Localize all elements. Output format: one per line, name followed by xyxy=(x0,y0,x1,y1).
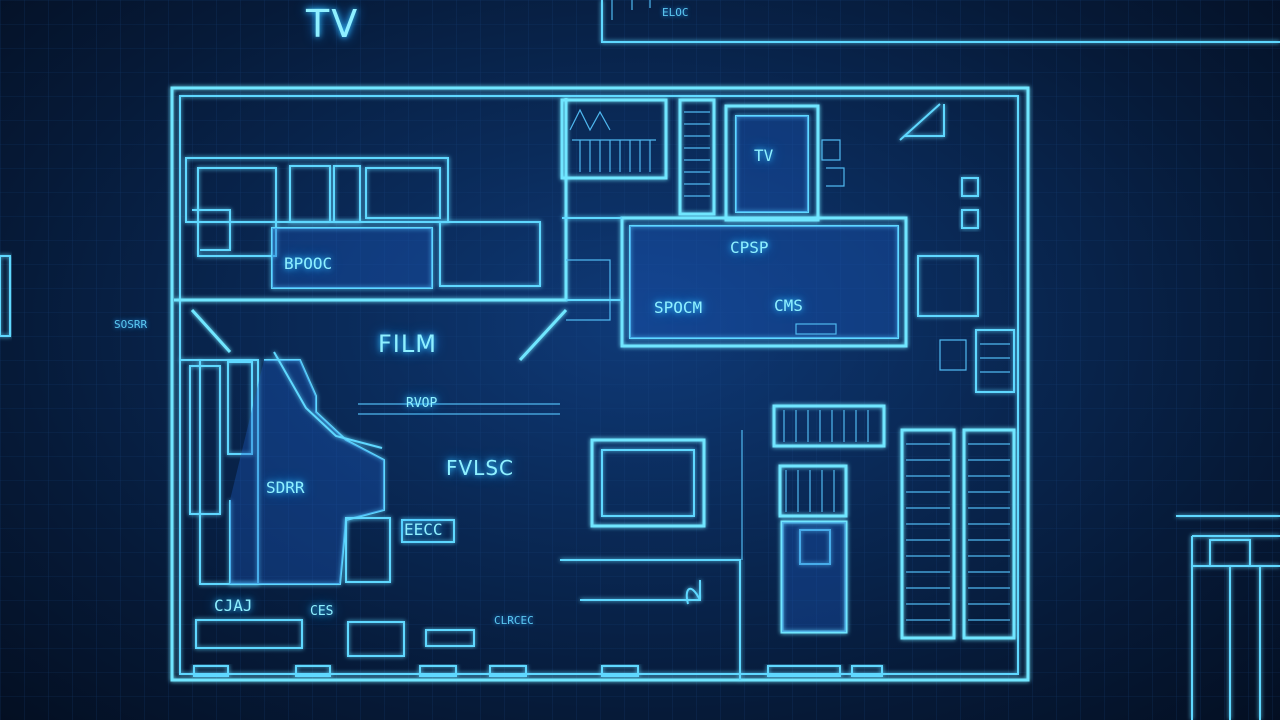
fvlsc-label: FVLSC xyxy=(446,456,514,480)
right-wing xyxy=(560,329,1018,677)
left-margin-lines xyxy=(0,0,87,720)
top-left-wing xyxy=(174,98,568,302)
tv-title: TV xyxy=(306,2,360,46)
sdrr-label: SDRR xyxy=(266,478,305,497)
spocm-label: SPOCM xyxy=(654,298,703,317)
cpsp-label: CPSP xyxy=(730,238,769,257)
cms-label: CMS xyxy=(774,296,803,315)
central-room xyxy=(562,216,979,348)
bpooc-label: BPOOC xyxy=(284,254,333,273)
top-right-frame xyxy=(601,0,1280,720)
eecc-label: EECC xyxy=(404,520,443,539)
rvop-label: RVOP xyxy=(406,396,438,411)
top-middle-cluster xyxy=(560,98,979,229)
cjaj-label: CJAJ xyxy=(214,596,253,615)
bottom-left-furniture xyxy=(174,519,639,677)
film-area xyxy=(174,300,568,600)
outer-walls xyxy=(170,86,1030,682)
ces-label: CES xyxy=(310,604,334,619)
film-label: FILM xyxy=(378,330,437,358)
eloc-label: ELOC xyxy=(662,6,689,19)
lower-center xyxy=(560,430,743,680)
left-tag: SOSRR xyxy=(114,318,148,331)
bottom-tag: CLRCEC xyxy=(494,614,534,627)
tv-room-label: TV xyxy=(754,146,774,165)
